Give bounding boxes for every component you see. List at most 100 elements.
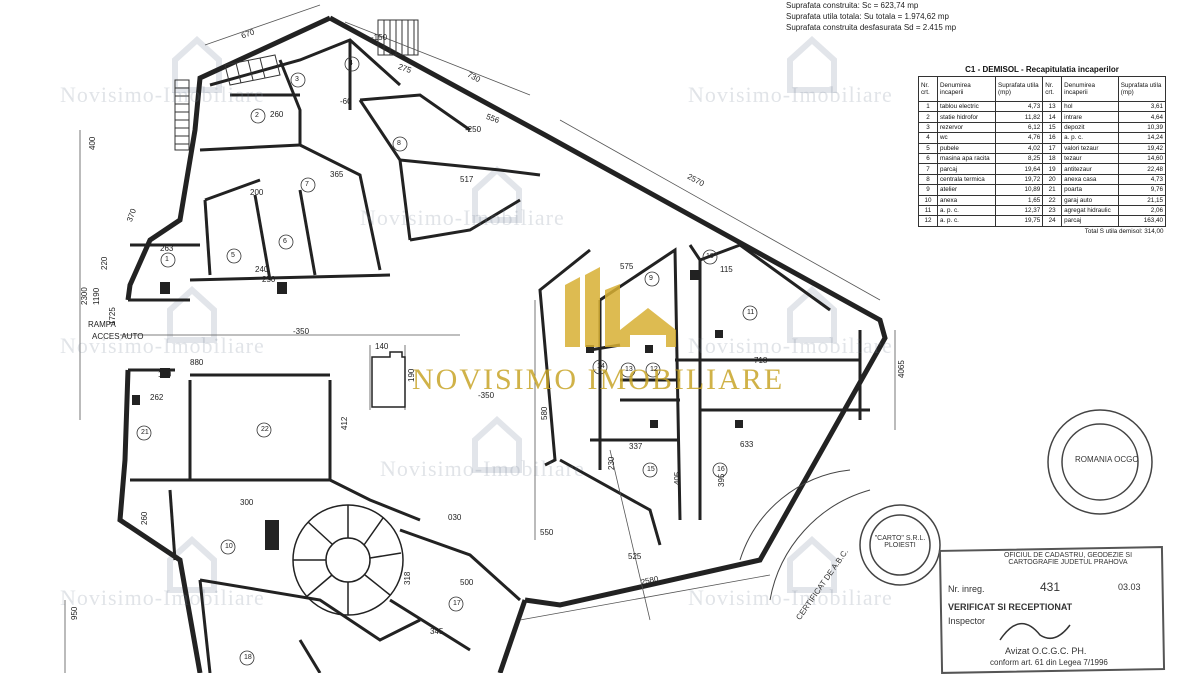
recap-cell: 9	[918, 184, 938, 196]
recap-cell: antitezaur	[1061, 163, 1119, 175]
dimension-label: 500	[460, 578, 474, 587]
inner-walls	[128, 38, 870, 673]
dimension-label: 250	[262, 275, 276, 284]
recap-cell: anexa casa	[1061, 173, 1119, 186]
recap-cell: 19,42	[1117, 142, 1167, 154]
inspector-label: Inspector	[948, 616, 986, 626]
recap-cell: 19,72	[994, 173, 1044, 186]
dimension-label: -60	[340, 97, 352, 106]
brand-logo-icon	[565, 267, 676, 347]
recap-cell: 7	[918, 163, 938, 175]
recap-cell: 9,76	[1117, 184, 1167, 196]
dimension-label: 318	[403, 571, 412, 585]
recap-cell: 21	[1042, 184, 1063, 196]
dimension-label: 260	[140, 511, 149, 525]
dimension-label: 412	[340, 416, 349, 430]
dimension-label: 718	[754, 356, 768, 365]
avizat-label: Avizat O.C.G.C. PH.	[1005, 646, 1087, 656]
developed-area: Suprafata construita desfasurata Sd = 2.…	[786, 23, 957, 32]
dimension-label: 880	[190, 358, 204, 367]
watermark-building-icons	[167, 35, 837, 593]
dimension-label: 580	[540, 406, 549, 420]
recap-cell: 8	[918, 173, 938, 186]
brand-watermark: NOVISIMO IMOBILIARE	[412, 363, 785, 396]
recap-cell: 4	[918, 132, 938, 144]
dimension-label: 365	[330, 170, 344, 179]
room-number: 2	[255, 112, 259, 119]
recap-cell: 11	[918, 204, 938, 217]
recap-title: C1 - DEMISOL - Recapitulatia incaperilor	[965, 65, 1119, 74]
recap-cell: poarta	[1061, 184, 1119, 196]
dimension-label: 263	[160, 244, 174, 253]
recap-cell: garaj auto	[1061, 194, 1119, 206]
watermark-text: Novisimo-Imobiliare	[688, 333, 893, 358]
room-number: 18	[244, 654, 252, 661]
recap-cell: 19,64	[994, 163, 1044, 175]
recap-cell: 6,12	[994, 121, 1044, 134]
recap-cell: tezaur	[1061, 152, 1119, 165]
recap-cell: 19,75	[994, 215, 1044, 227]
recap-cell: 6	[918, 152, 938, 165]
outer-walls	[117, 15, 888, 673]
dimension-label: -350	[478, 391, 495, 400]
ramp-label: RAMPA	[88, 320, 116, 329]
recap-cell: 21,15	[1117, 194, 1167, 206]
watermark-text: Novisimo-Imobiliare	[688, 585, 893, 610]
recap-cell: depozit	[1061, 121, 1119, 134]
recap-cell: parcaj	[936, 163, 997, 175]
registration-number: 431	[1040, 580, 1061, 594]
signature	[999, 623, 1071, 641]
recap-cell: 20	[1042, 173, 1063, 186]
recap-cell: 11,82	[994, 111, 1044, 123]
room-markers	[136, 56, 758, 666]
recap-cell: a. p. c.	[936, 215, 997, 227]
room-number: 10	[225, 543, 233, 550]
registration-label: Nr. inreg.	[948, 584, 985, 594]
dimension-label: 2300	[80, 287, 89, 305]
dimension-label: 150	[158, 370, 172, 379]
recap-cell: 4,64	[1117, 111, 1167, 123]
room-number: 21	[141, 429, 149, 436]
recap-cell: 24	[1042, 215, 1063, 227]
col-name: Denumirea incaperii	[1061, 76, 1119, 102]
recap-cell: centrala termica	[936, 173, 997, 186]
recap-cell: 4,73	[994, 100, 1044, 113]
recap-total: Total S utila demisol: 314,00	[1084, 227, 1164, 235]
recap-cell: valori tezaur	[1061, 142, 1119, 154]
room-number: 5	[231, 252, 235, 259]
room-number: 9	[649, 275, 653, 282]
room-number: 14	[597, 363, 605, 370]
room-number: 7	[305, 181, 309, 188]
dimension-label: 190	[407, 368, 416, 382]
dimension-label: 230	[607, 456, 616, 470]
room-number: 10	[706, 253, 714, 260]
recap-cell: 22,48	[1117, 163, 1167, 175]
room-number: 11	[747, 309, 755, 316]
dimension-label: 395	[717, 473, 726, 487]
room-number: 13	[625, 366, 633, 373]
recap-cell: parcaj	[1061, 215, 1119, 227]
dimension-label: -350	[293, 327, 310, 336]
room-number: 8	[397, 140, 401, 147]
dimension-label: 1190	[92, 287, 101, 305]
dimension-label: 633	[740, 440, 754, 449]
dimension-label: 950	[70, 606, 79, 620]
dimension-label: 400	[88, 136, 97, 150]
room-number: 22	[261, 426, 269, 433]
dimension-label: 240	[255, 265, 269, 274]
recap-cell: 163,40	[1117, 215, 1167, 227]
recap-cell: 5	[918, 142, 938, 154]
recap-cell: 18	[1042, 152, 1063, 165]
room-recap-table: C1 - DEMISOL - Recapitulatia incaperilor…	[918, 65, 1167, 236]
recap-cell: 15	[1042, 121, 1063, 134]
